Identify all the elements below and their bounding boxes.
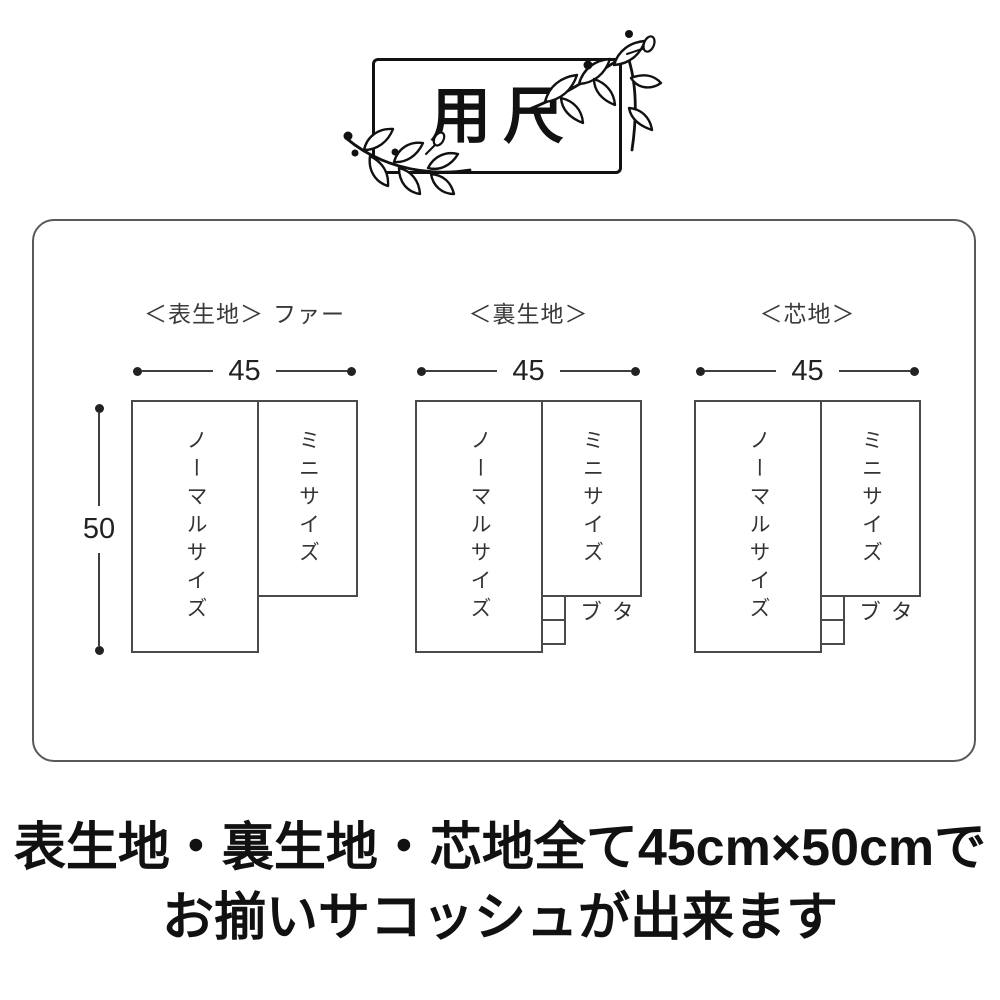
dimension-line	[98, 413, 100, 506]
diagram-frame: ＜表生地＞ ファー 45 50 ノーマルサイズ ミニサイズ	[32, 219, 976, 762]
mini-size-label: ミニサイズ	[296, 428, 320, 569]
mini-size-label: ミニサイズ	[580, 428, 604, 569]
width-value: 45	[228, 354, 261, 387]
height-dimension: 50	[83, 404, 115, 655]
title-box: 用尺	[372, 58, 622, 174]
tab-label: タブ	[856, 600, 913, 624]
dimension-dot-top	[94, 404, 104, 413]
normal-size-label: ノーマルサイズ	[468, 428, 491, 625]
caption-line-1: 表生地・裏生地・芯地全て45cm×50cmで	[13, 819, 987, 877]
height-value: 50	[82, 513, 116, 545]
fabric-panel: ＜表生地＞ ファー 45 50 ノーマルサイズ ミニサイズ	[83, 221, 358, 760]
mini-size-piece: ミニサイズ	[820, 400, 921, 597]
dimension-line	[705, 370, 777, 372]
width-dimension: 45	[696, 356, 920, 385]
panel-label: ＜裏生地＞	[370, 295, 687, 329]
tab-piece	[541, 619, 566, 645]
page-title: 用尺	[429, 81, 576, 150]
fabric-panel: ＜芯地＞ 45 ノーマルサイズ ミニサイズ タブ	[694, 221, 921, 760]
normal-size-piece: ノーマルサイズ	[694, 400, 822, 653]
dimension-dot-right	[347, 366, 357, 376]
panel-label: ＜芯地＞	[649, 295, 966, 329]
dimension-line	[838, 370, 911, 372]
tab-label: タブ	[577, 600, 634, 624]
panel-note: ファー	[273, 301, 345, 327]
panel-title: ＜芯地＞	[759, 301, 856, 327]
mini-size-piece: ミニサイズ	[541, 400, 642, 597]
normal-size-piece: ノーマルサイズ	[415, 400, 543, 653]
tab-piece	[820, 595, 845, 621]
normal-size-label: ノーマルサイズ	[747, 428, 770, 625]
panel-title: ＜裏生地＞	[468, 301, 589, 327]
tab-group	[541, 595, 566, 645]
fabric-panel: ＜裏生地＞ 45 ノーマルサイズ ミニサイズ タブ	[415, 221, 642, 760]
dimension-line	[275, 370, 348, 372]
mini-size-piece: ミニサイズ	[257, 400, 358, 597]
caption: 表生地・裏生地・芯地全て45cm×50cmで お揃いサコッシュが出来ます	[0, 813, 1000, 953]
dimension-line	[98, 553, 100, 646]
mini-size-label: ミニサイズ	[859, 428, 883, 569]
dimension-dot-left	[696, 366, 705, 376]
dimension-dot-right	[910, 366, 920, 376]
tab-group	[820, 595, 845, 645]
panel-label: ＜表生地＞ ファー	[86, 295, 403, 329]
caption-line-2: お揃いサコッシュが出来ます	[161, 889, 838, 948]
dimension-dot-bottom	[94, 646, 104, 655]
dimension-dot-right	[631, 366, 641, 376]
dimension-line	[426, 370, 498, 372]
normal-size-label: ノーマルサイズ	[184, 428, 207, 625]
dimension-line	[559, 370, 632, 372]
width-dimension: 45	[417, 356, 641, 385]
width-value: 45	[512, 354, 545, 387]
tab-piece	[820, 619, 845, 645]
normal-size-piece: ノーマルサイズ	[131, 400, 259, 653]
dimension-dot-left	[133, 366, 142, 376]
dimension-line	[142, 370, 214, 372]
width-value: 45	[791, 354, 824, 387]
dimension-dot-left	[417, 366, 426, 376]
panel-title: ＜表生地＞	[144, 301, 264, 327]
tab-piece	[541, 595, 566, 621]
width-dimension: 45	[133, 356, 357, 385]
